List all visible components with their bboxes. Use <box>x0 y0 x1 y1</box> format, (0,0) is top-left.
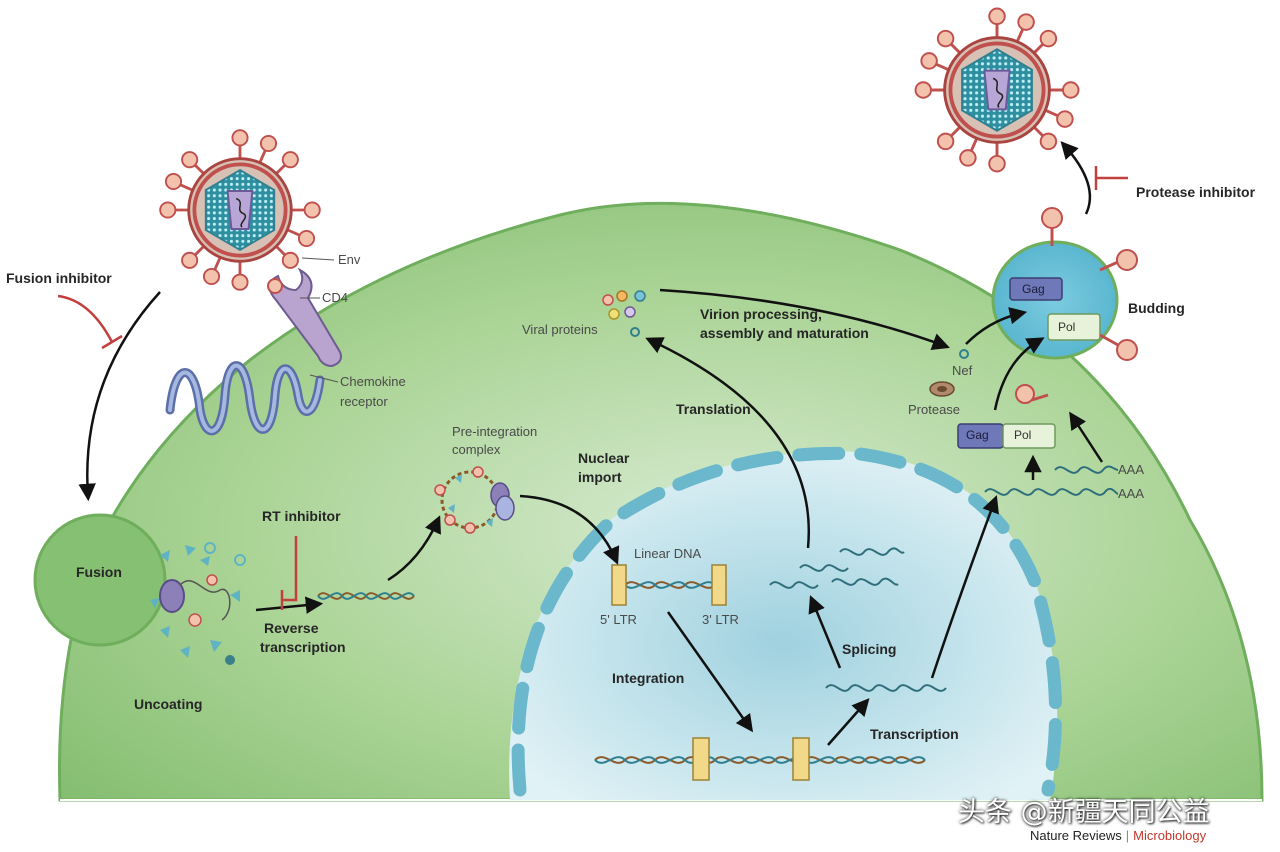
viral-proteins-label: Viral proteins <box>522 322 598 337</box>
linear-dna-label: Linear DNA <box>634 546 702 561</box>
inhibitor-lines <box>57 166 1128 610</box>
rt-inhibitor-label: RT inhibitor <box>262 508 341 524</box>
nucleus <box>509 446 1063 800</box>
arrow-integration <box>666 611 754 733</box>
reverse-label: Reverse <box>264 620 319 636</box>
arrow-export <box>930 495 999 679</box>
receptor-label: receptor <box>340 394 388 409</box>
reverse-transcription-label: transcription <box>260 639 346 655</box>
nef-protease <box>929 349 969 397</box>
arrow-to-pic <box>387 515 441 582</box>
viral-proteins-cluster <box>602 290 646 337</box>
rt-inhibitor-line <box>282 536 298 602</box>
integration-label: Integration <box>612 670 685 686</box>
process-arrows <box>78 141 1104 746</box>
complex-label: complex <box>452 442 501 457</box>
arrow-transcription <box>827 698 870 746</box>
arrow-to-fusion <box>78 291 161 502</box>
fusion-label: Fusion <box>76 564 122 580</box>
translation-label: Translation <box>676 401 751 417</box>
chemokine-label: Chemokine <box>340 374 406 389</box>
gag-in-bud <box>1009 277 1063 301</box>
protease-inhibitor-label: Protease inhibitor <box>1136 184 1256 200</box>
arrow-mrna-2 <box>1069 411 1104 463</box>
3-ltr-box <box>711 564 727 606</box>
protease-label: Protease <box>908 402 961 417</box>
journal-subject: Microbiology <box>1133 828 1207 843</box>
cytoplasmic-mrna <box>984 465 1119 496</box>
pol-label: Pol <box>1014 428 1032 442</box>
gag-label: Gag <box>966 428 989 442</box>
integrated-provirus <box>594 737 926 781</box>
cd4-label: CD4 <box>322 290 349 305</box>
cd4-receptor <box>267 267 342 368</box>
journal-name: Nature Reviews <box>1030 828 1122 843</box>
pol-in-bud <box>1047 313 1101 341</box>
import-label: import <box>578 469 622 485</box>
virion-processing-label: Virion processing, <box>700 306 822 322</box>
arrow-reverse-transcription <box>255 596 324 614</box>
hiv-virion-entering <box>158 128 322 292</box>
splicing-label: Splicing <box>842 641 897 657</box>
pre-integration-label: Pre-integration <box>452 424 538 439</box>
gag-pol-polyprotein <box>957 423 1056 449</box>
arrow-release <box>1060 141 1092 215</box>
journal-credit: Nature Reviews|Microbiology <box>1030 828 1206 843</box>
uncoating-label: Uncoating <box>134 696 203 712</box>
pre-integration-complex <box>434 466 515 534</box>
budding-label: Budding <box>1128 300 1185 316</box>
ltr5-label: 5' LTR <box>600 612 637 627</box>
viral-dna-strand <box>317 592 415 600</box>
rna-transcripts <box>769 547 947 692</box>
aaa-label-2: AAA <box>1118 486 1145 501</box>
nef-label: Nef <box>952 363 973 378</box>
pol-bud-label: Pol <box>1058 320 1076 334</box>
transcription-label: Transcription <box>870 726 959 742</box>
env-spikes-bud <box>1015 207 1138 404</box>
arrow-virion-processing <box>659 288 950 350</box>
uncoating-capsid-fragments <box>150 542 246 665</box>
arrow-to-pol <box>993 337 1045 411</box>
fusion-inhibitor-label: Fusion inhibitor <box>6 270 112 286</box>
credit-separator: | <box>1125 828 1130 843</box>
aaa-label-1: AAA <box>1118 462 1145 477</box>
assembly-maturation-label: assembly and maturation <box>700 325 869 341</box>
pointer-lines <box>300 257 339 383</box>
arrow-nuclear-import <box>519 494 620 565</box>
arrow-splicing <box>808 595 842 669</box>
linear-dna <box>611 564 727 606</box>
watermark: 头条 @新疆天同公益 <box>958 797 1210 828</box>
chemokine-receptor <box>165 361 325 436</box>
env-label: Env <box>338 252 361 267</box>
nuclear-label: Nuclear <box>578 450 630 466</box>
gag-bud-label: Gag <box>1022 282 1045 296</box>
arrow-translation <box>645 337 811 549</box>
5-ltr-box <box>611 564 627 606</box>
ltr3-label: 3' LTR <box>702 612 739 627</box>
fusion-inhibitor-line <box>57 294 114 343</box>
arrow-to-bud <box>965 307 1028 345</box>
hiv-virion-released <box>913 6 1081 174</box>
